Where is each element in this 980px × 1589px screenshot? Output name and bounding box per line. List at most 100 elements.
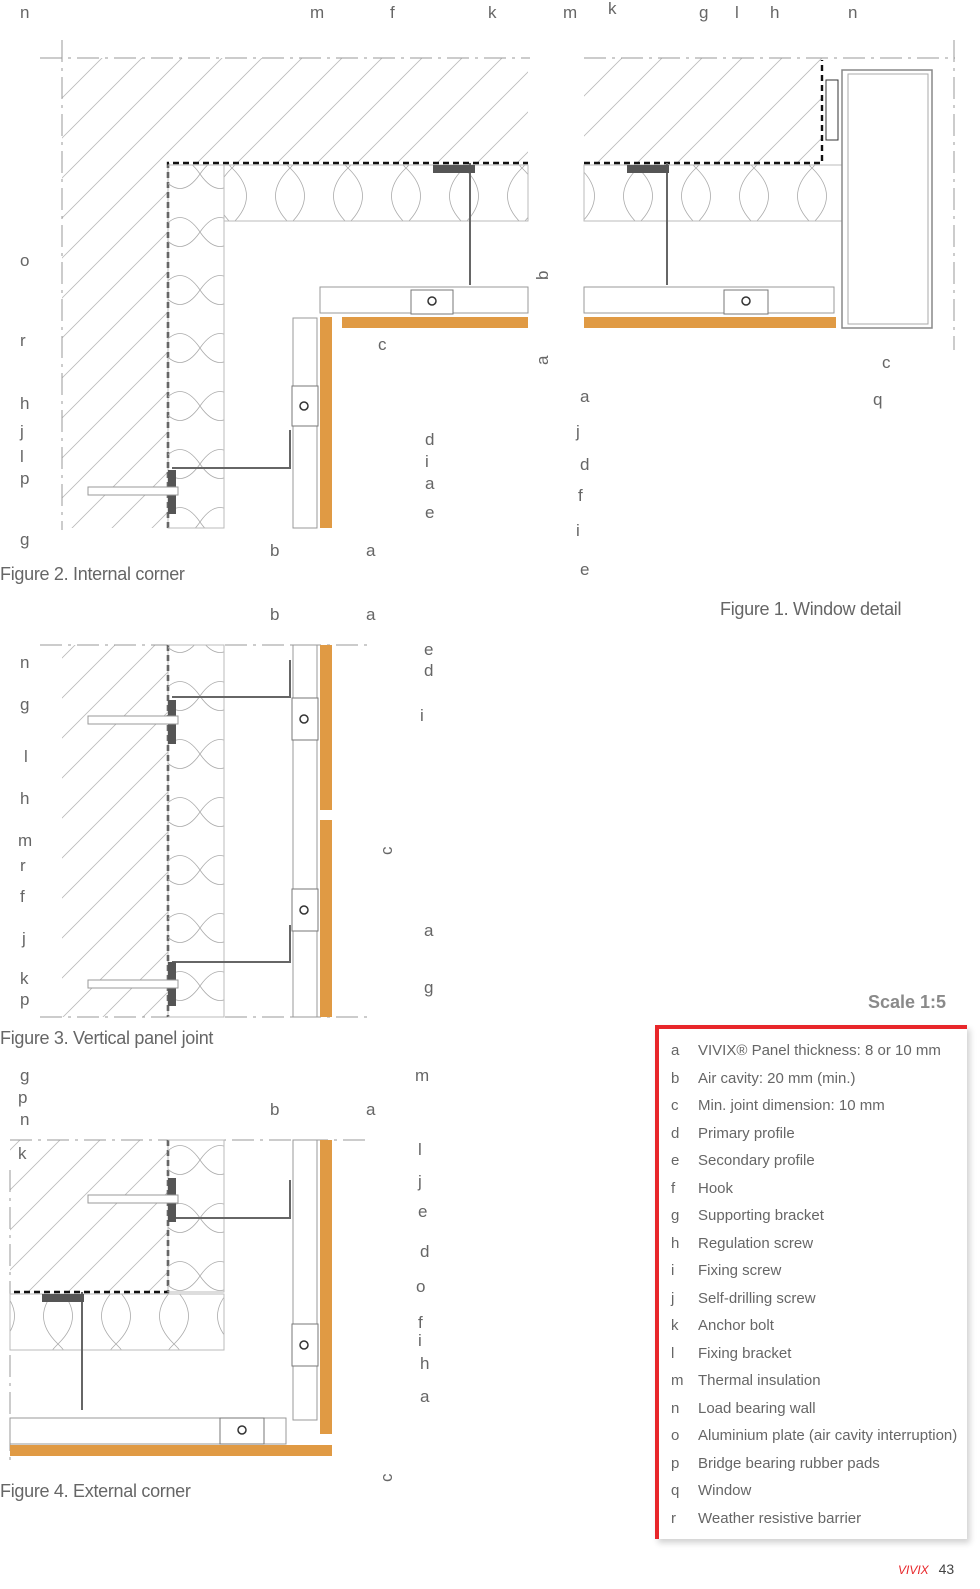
callout-fig3_dims-b: b — [270, 605, 279, 624]
legend-key: h — [671, 1234, 680, 1252]
legend-key: d — [671, 1124, 680, 1142]
callout-fig3_left-r: r — [20, 856, 26, 875]
callout-fig2_dims-a: a — [366, 541, 376, 560]
legend-item-m: m Thermal insulation — [659, 1367, 967, 1395]
callout-fig2_dims-b: b — [270, 541, 279, 560]
callout-fig2_right-d: d — [425, 430, 434, 449]
callout-fig3_dims-c: c — [377, 846, 396, 855]
callout-fig1_dims-b: b — [533, 271, 552, 280]
legend-item-b: b Air cavity: 20 mm (min.) — [659, 1065, 967, 1093]
callout-fig2_left-h: h — [20, 394, 29, 413]
callout-fig4_right-e: e — [418, 1202, 427, 1221]
legend-text: Primary profile — [698, 1124, 795, 1142]
callout-fig4_right-l: l — [418, 1140, 422, 1159]
legend-text: Air cavity: 20 mm (min.) — [698, 1069, 856, 1087]
legend-text: Fixing screw — [698, 1262, 782, 1280]
legend-text: Hook — [698, 1179, 734, 1197]
callout-fig3_right-a: a — [424, 921, 434, 940]
caption-window-detail: Figure 1. Window detail — [720, 599, 901, 619]
callout-fig1_top-m: m — [563, 3, 577, 22]
legend-key: g — [671, 1207, 680, 1225]
legend-text: Anchor bolt — [698, 1317, 774, 1335]
callout-fig1_top-k: k — [608, 0, 617, 18]
legend-item-d: d Primary profile — [659, 1120, 967, 1148]
callout-fig4_left-p: p — [18, 1088, 27, 1107]
callout-fig3_dims-a: a — [366, 605, 376, 624]
callout-fig1_left-j: j — [575, 422, 580, 441]
legend-item-k: k Anchor bolt — [659, 1312, 967, 1340]
legend-key: e — [671, 1152, 680, 1170]
scale-label: Scale 1:5 — [868, 992, 947, 1012]
brand-logo: VIVIX — [898, 1563, 929, 1577]
callout-fig3_left-g: g — [20, 695, 29, 714]
callout-fig2_top-m: m — [310, 3, 324, 22]
callout-fig3_left-p: p — [20, 990, 29, 1009]
caption-external-corner: Figure 4. External corner — [0, 1481, 191, 1501]
callout-fig3_left-h: h — [20, 789, 29, 808]
callout-fig2_top-k: k — [488, 3, 497, 22]
callout-fig4_left-g: g — [20, 1066, 29, 1085]
callout-fig1_top-l: l — [735, 3, 739, 22]
callout-fig2_right-a: a — [425, 474, 435, 493]
callout-fig4_left-k: k — [18, 1144, 27, 1163]
callout-fig2_left-g: g — [20, 530, 29, 549]
callout-fig1_top-h: h — [770, 3, 779, 22]
callout-fig2_right-e: e — [425, 503, 434, 522]
callout-fig3_left-n: n — [20, 653, 29, 672]
callout-fig3_right-d: d — [424, 661, 433, 680]
legend-key: r — [671, 1509, 676, 1527]
callout-fig3_left-f: f — [20, 887, 25, 906]
legend-text: Fixing bracket — [698, 1344, 792, 1362]
callout-fig4_right-f: f — [418, 1313, 423, 1332]
callout-fig1_dims-c: c — [882, 353, 891, 372]
callout-fig4_right-a: a — [420, 1387, 430, 1406]
callout-fig1_top-n: n — [848, 3, 857, 22]
callout-fig3_right-i: i — [420, 706, 424, 725]
figure-vertical-joint — [40, 644, 370, 1018]
callout-fig4_dims-b: b — [270, 1100, 279, 1119]
callout-fig1_left-d: d — [580, 455, 589, 474]
figure-external-corner — [9, 1139, 370, 1460]
legend-key: o — [671, 1427, 680, 1445]
callout-fig3_left-l: l — [24, 747, 28, 766]
figure-internal-corner — [40, 40, 530, 530]
legend-key: a — [671, 1042, 680, 1060]
callout-fig3_right-e: e — [424, 640, 433, 659]
legend-text: Thermal insulation — [698, 1372, 821, 1390]
callout-fig1_left-a: a — [580, 387, 590, 406]
callout-fig1_left-i: i — [576, 521, 580, 540]
legend-key: k — [671, 1317, 679, 1335]
callout-fig2_right-i: i — [425, 452, 429, 471]
callout-fig2_top-n: n — [20, 3, 29, 22]
callout-fig3_left-m: m — [18, 831, 32, 850]
callout-fig2_left-o: o — [20, 251, 29, 270]
legend-item-f: f Hook — [659, 1175, 967, 1203]
legend-key: c — [671, 1097, 679, 1115]
legend-key: n — [671, 1399, 680, 1417]
callout-fig2_left-l: l — [20, 447, 24, 466]
legend-text: Min. joint dimension: 10 mm — [698, 1097, 885, 1115]
legend-text: Secondary profile — [698, 1152, 815, 1170]
callout-fig4_dims-c: c — [377, 1473, 396, 1482]
legend-text: Regulation screw — [698, 1234, 814, 1252]
callout-fig4_right-h: h — [420, 1354, 429, 1373]
legend-item-c: c Min. joint dimension: 10 mm — [659, 1092, 967, 1120]
caption-internal-corner: Figure 2. Internal corner — [0, 564, 185, 584]
callout-fig3_left-j: j — [21, 929, 26, 948]
legend-text: Window — [698, 1482, 752, 1500]
callout-fig2_right-c: c — [378, 335, 387, 354]
callout-fig1_dims-q: q — [873, 390, 882, 409]
legend-key: b — [671, 1069, 680, 1087]
legend-key: f — [671, 1179, 676, 1197]
callout-fig4_right-o: o — [416, 1277, 425, 1296]
legend-key: m — [671, 1372, 684, 1390]
callout-fig1_left-e: e — [580, 560, 589, 579]
page-footer: VIVIX 43 — [898, 1561, 954, 1577]
